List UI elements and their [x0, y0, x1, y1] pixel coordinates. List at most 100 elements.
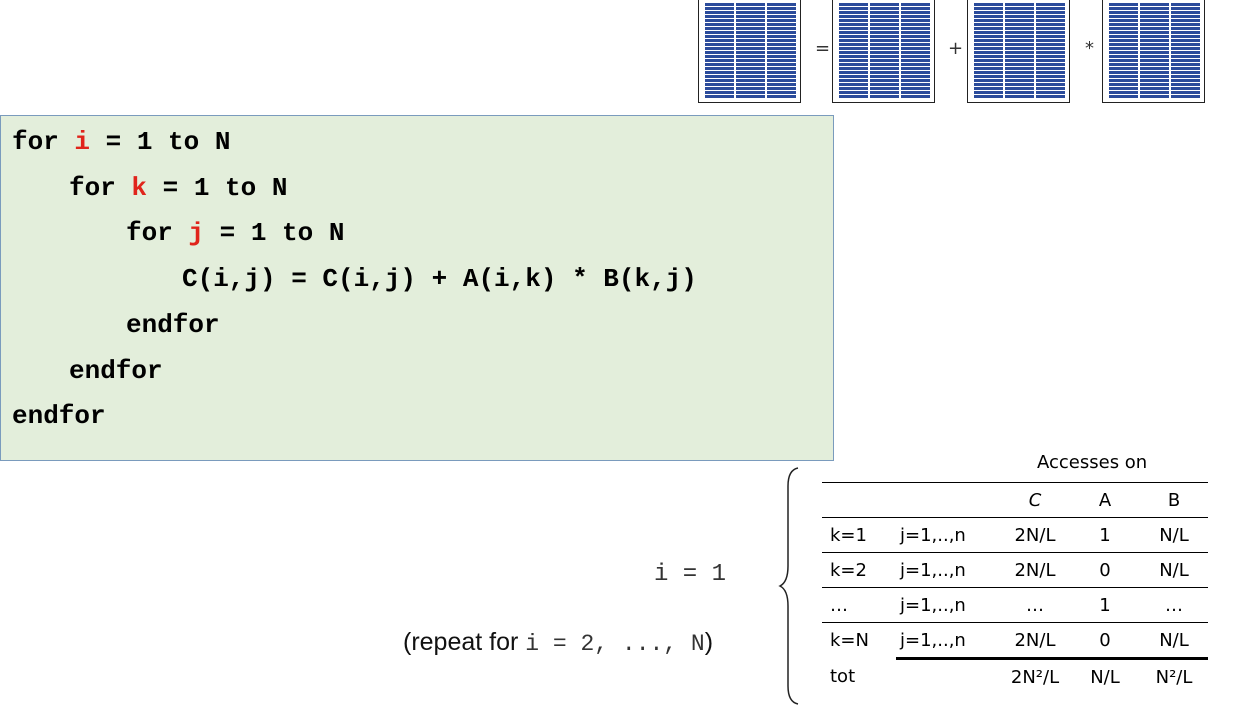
code-line-6: endfor: [69, 356, 163, 386]
matrix-cell: [1140, 95, 1169, 98]
matrix-cell: [839, 91, 868, 94]
matrix-cell: [974, 79, 1003, 82]
matrix-cell: [870, 27, 899, 30]
matrix-cell: [1036, 23, 1065, 26]
matrix-cell: [1036, 19, 1065, 22]
matrix-cell: [736, 91, 765, 94]
matrix-cell: [1036, 87, 1065, 90]
code-line-2: for k = 1 to N: [69, 173, 288, 203]
matrix-cell: [870, 91, 899, 94]
matrix-cell: [705, 39, 734, 42]
matrix-cell: [839, 7, 868, 10]
header-c: C: [1000, 482, 1070, 518]
matrix-cell: [1140, 15, 1169, 18]
matrix-cell: [1036, 75, 1065, 78]
equals-operator: =: [815, 38, 831, 59]
matrix-cell: [974, 11, 1003, 14]
matrix-cell: [705, 31, 734, 34]
matrix-cell: [1005, 95, 1034, 98]
matrix-cell: [1171, 91, 1200, 94]
matrix-cell: [1036, 31, 1065, 34]
matrix-cell: [1109, 59, 1138, 62]
matrix-cell: [1171, 51, 1200, 54]
matrix-cell: [1171, 55, 1200, 58]
matrix-cell: [839, 51, 868, 54]
matrix-cell: [870, 35, 899, 38]
matrix-cell: [974, 39, 1003, 42]
matrix-cell: [1171, 95, 1200, 98]
matrix-cell: [767, 31, 796, 34]
matrix-cell: [1005, 3, 1034, 6]
matrix-cell: [1036, 55, 1065, 58]
matrix-c: [698, 0, 801, 103]
loop-var-k: k: [131, 173, 148, 203]
loop-var-i: i: [74, 127, 91, 157]
matrix-cell: [767, 95, 796, 98]
matrix-cell: [870, 43, 899, 46]
matrix-cell: [736, 19, 765, 22]
matrix-c-copy: [832, 0, 935, 103]
table-row: k=N j=1,..,n 2N/L 0 N/L: [822, 622, 1208, 659]
matrix-cell: [1036, 7, 1065, 10]
matrix-cell: [705, 95, 734, 98]
matrix-cell: [767, 47, 796, 50]
matrix-cell: [839, 67, 868, 70]
matrix-cell: [839, 95, 868, 98]
matrix-cell: [870, 39, 899, 42]
matrix-cell: [705, 7, 734, 10]
matrix-cell: [974, 7, 1003, 10]
matrix-cell: [705, 15, 734, 18]
matrix-cell: [901, 35, 930, 38]
matrix-cell: [1140, 91, 1169, 94]
code-line-1: for i = 1 to N: [12, 127, 231, 157]
matrix-cell: [736, 83, 765, 86]
matrix-cell: [839, 47, 868, 50]
matrix-cell: [1171, 39, 1200, 42]
matrix-cell: [901, 75, 930, 78]
matrix-cell: [736, 23, 765, 26]
matrix-cell: [1109, 47, 1138, 50]
table-title: Accesses on: [1037, 452, 1148, 473]
matrix-cell: [736, 31, 765, 34]
matrix-cell: [974, 75, 1003, 78]
matrix-cell: [974, 51, 1003, 54]
accesses-table: C A B k=1 j=1,..,n 2N/L 1 N/L k=2 j=1,..…: [822, 482, 1208, 694]
matrix-cell: [767, 59, 796, 62]
curly-brace: [778, 467, 799, 705]
matrix-cell: [901, 55, 930, 58]
matrix-cell: [974, 91, 1003, 94]
matrix-cell: [1109, 31, 1138, 34]
matrix-cell: [1005, 27, 1034, 30]
matrix-cell: [1005, 11, 1034, 14]
matrix-cell: [736, 43, 765, 46]
matrix-cell: [1171, 75, 1200, 78]
matrix-cell: [1109, 23, 1138, 26]
matrix-cell: [705, 27, 734, 30]
matrix-cell: [1171, 15, 1200, 18]
matrix-cell: [974, 27, 1003, 30]
header-a: A: [1070, 482, 1140, 518]
matrix-cell: [1109, 3, 1138, 6]
matrix-cell: [736, 3, 765, 6]
matrix-cell: [901, 91, 930, 94]
matrix-cell: [705, 55, 734, 58]
matrix-cell: [767, 19, 796, 22]
matrix-cell: [767, 7, 796, 10]
matrix-cell: [1005, 31, 1034, 34]
matrix-cell: [974, 83, 1003, 86]
matrix-cell: [736, 95, 765, 98]
matrix-cell: [1140, 55, 1169, 58]
matrix-cell: [870, 59, 899, 62]
matrix-cell: [767, 27, 796, 30]
matrix-cell: [1171, 47, 1200, 50]
matrix-cell: [974, 3, 1003, 6]
matrix-cell: [839, 27, 868, 30]
matrix-cell: [1109, 39, 1138, 42]
matrix-cell: [974, 55, 1003, 58]
matrix-cell: [870, 79, 899, 82]
matrix-cell: [705, 79, 734, 82]
matrix-cell: [870, 95, 899, 98]
matrix-cell: [1109, 91, 1138, 94]
matrix-cell: [1005, 63, 1034, 66]
matrix-cell: [870, 83, 899, 86]
